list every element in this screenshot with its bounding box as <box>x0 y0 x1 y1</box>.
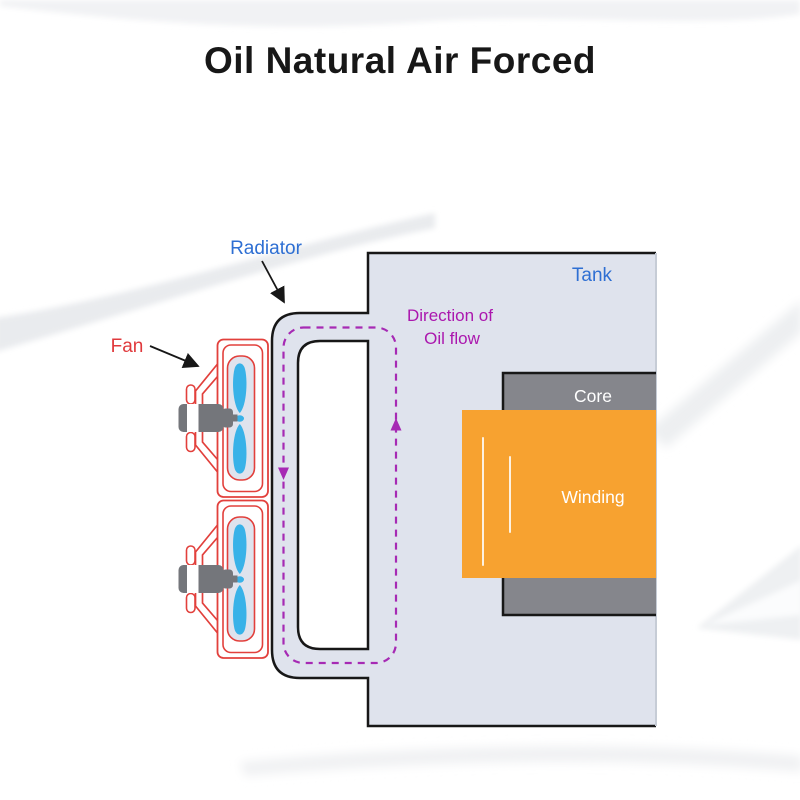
tank-label: Tank <box>572 265 613 286</box>
radiator-label: Radiator <box>230 238 302 259</box>
core-label: Core <box>574 386 612 406</box>
background-right-band <box>648 301 800 448</box>
oil-flow-arrow-up <box>390 418 402 431</box>
fan-callout-arrow <box>149 345 200 368</box>
radiator-hole <box>296 339 370 651</box>
page-title: Oil Natural Air Forced <box>203 40 597 81</box>
background-corner-highlight <box>705 580 800 625</box>
radiator-callout-arrow <box>261 260 285 304</box>
oil-flow-loop <box>278 326 402 665</box>
winding-label: Winding <box>561 487 624 507</box>
tank-outline <box>270 251 656 728</box>
background-bottom-wave <box>240 746 800 776</box>
fan-label: Fan <box>111 336 144 357</box>
background-top-wave <box>0 0 800 27</box>
background-decor <box>0 0 800 776</box>
oil-flow-label-line2: Oil flow <box>424 329 480 348</box>
background-left-swoosh <box>0 213 435 351</box>
fan-unit-bottom <box>177 499 269 659</box>
oil-flow-dashed-path <box>282 326 398 665</box>
winding-rect <box>462 410 656 578</box>
oil-flow-arrow-down <box>278 467 289 480</box>
oil-flow-label-line1: Direction of <box>407 306 493 325</box>
